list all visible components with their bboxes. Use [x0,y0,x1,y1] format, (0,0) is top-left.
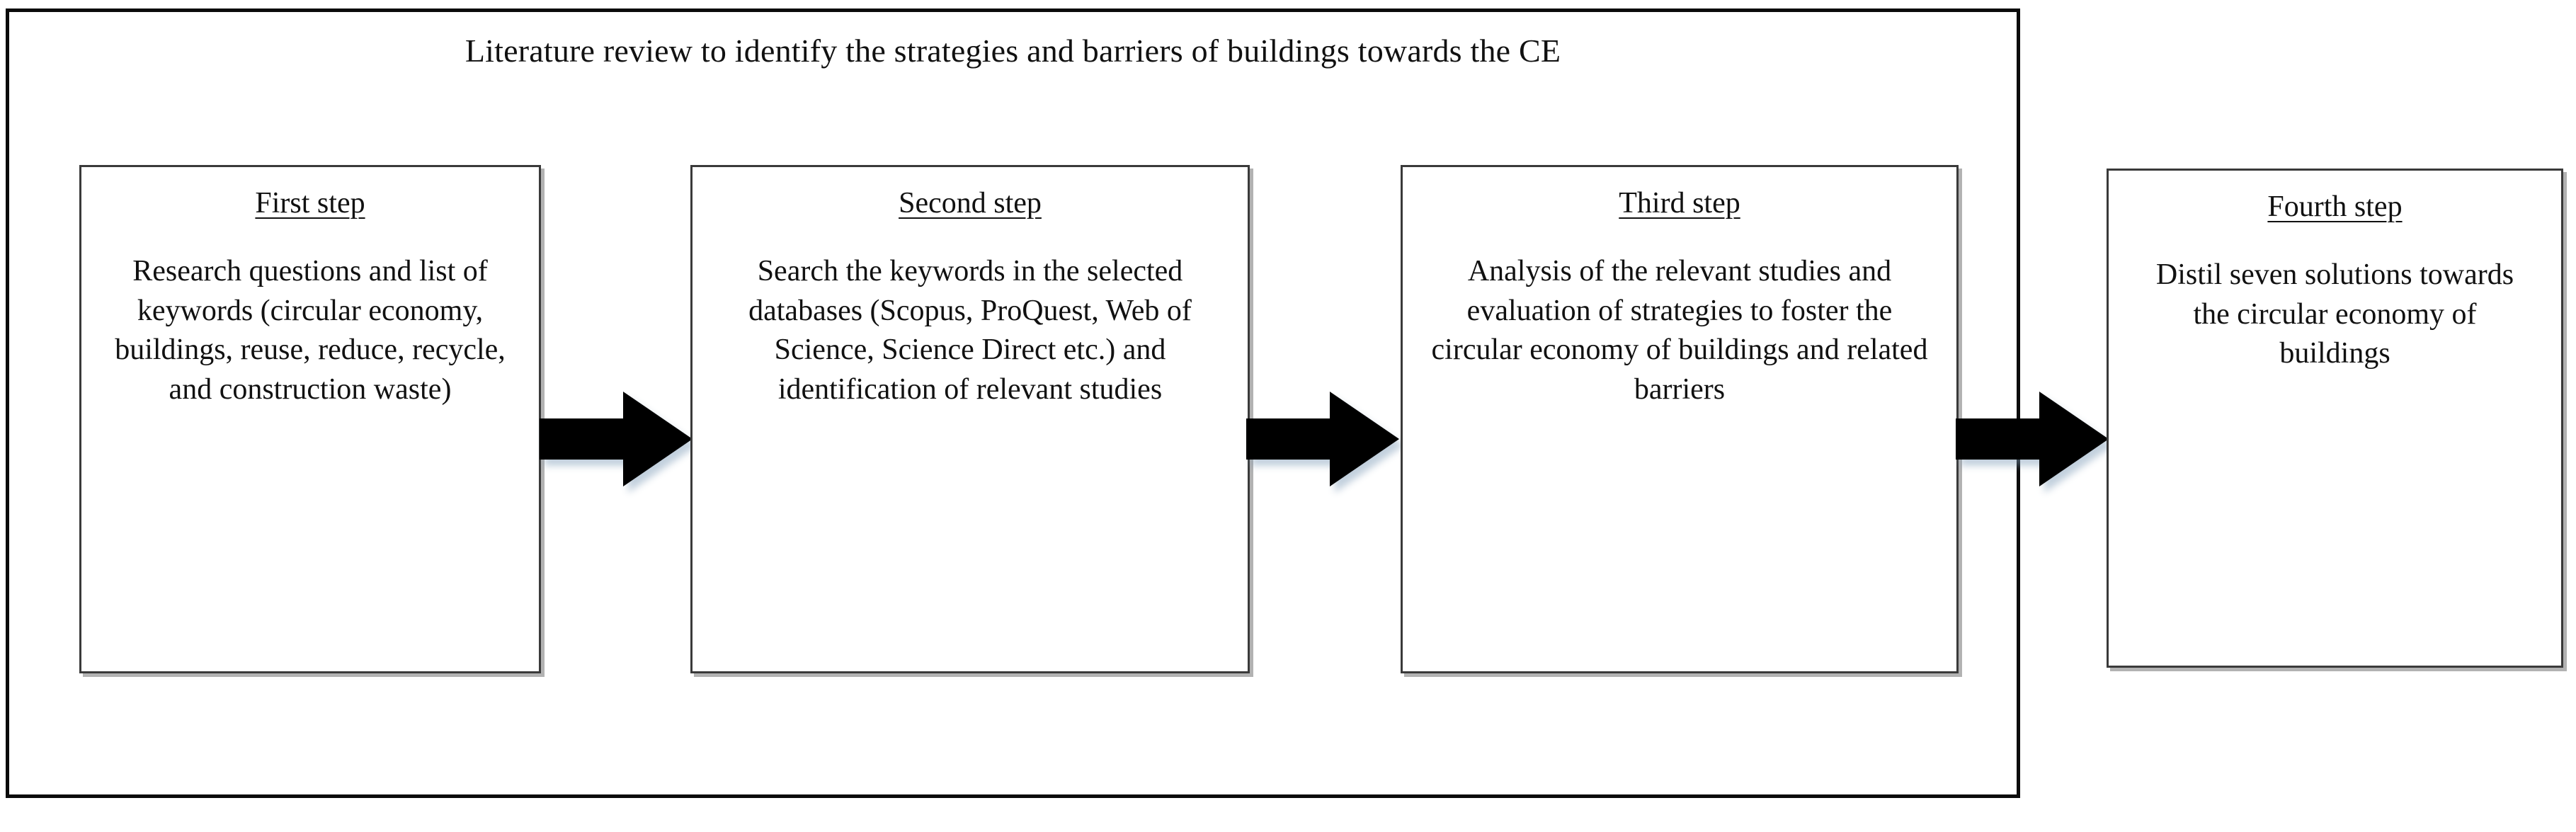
step-body-first: Research questions and list of keywords … [115,255,506,406]
step-body-second: Search the keywords in the selected data… [748,255,1192,406]
step-title-second: Second step [899,187,1042,220]
step-box-fourth[interactable]: Fourth step Distil seven solutions towar… [2107,169,2563,668]
step-title-first: First step [255,187,365,220]
step-box-third[interactable]: Third step Analysis of the relevant stud… [1401,165,1959,673]
step-box-second[interactable]: Second step Search the keywords in the s… [690,165,1250,673]
step-title-third: Third step [1619,187,1740,220]
right-block-arrow-icon [1246,386,1399,492]
diagram-title: Literature review to identify the strate… [465,33,1561,69]
right-block-arrow-icon [1956,386,2109,492]
step-box-first[interactable]: First step Research questions and list o… [79,165,541,673]
step-body-third: Analysis of the relevant studies and eva… [1431,255,1928,406]
step-body-fourth: Distil seven solutions towards the circu… [2155,258,2514,370]
right-block-arrow-icon [540,386,693,492]
step-title-fourth: Fourth step [2267,190,2403,223]
